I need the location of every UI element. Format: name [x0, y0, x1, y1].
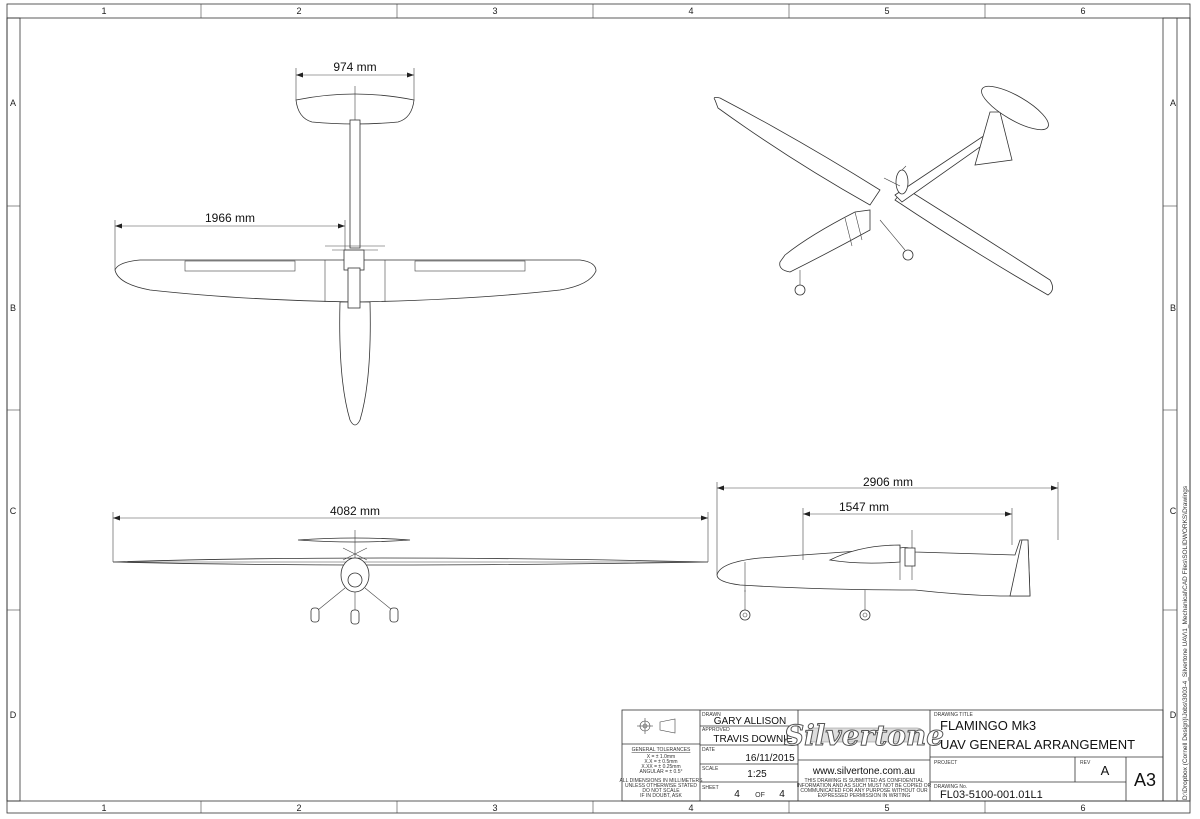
col-label-3-bottom: 3	[492, 803, 497, 813]
sheet-total: 4	[779, 789, 785, 800]
drawn-by: GARY ALLISON	[714, 716, 786, 727]
revision: A	[1101, 763, 1110, 778]
note-line-4: IF IN DOUBT, ASK	[640, 793, 682, 799]
approved-label: APPROVED	[702, 727, 730, 733]
col-label-5-bottom: 5	[884, 803, 889, 813]
zone-labels: 1 2 3 4 5 6 1 2 3 4 5 6 A B C D A B C D	[10, 6, 1177, 813]
project-label: PROJECT	[934, 760, 957, 766]
note-line-1: ALL DIMENSIONS IN MILLIMETERS	[620, 778, 704, 784]
row-label-c-right: C	[1170, 506, 1177, 516]
company-website: www.silvertone.com.au	[812, 766, 915, 777]
tolerance-line-4: ANGULAR = ± 0.5°	[640, 769, 683, 775]
front-view: 4082 mm	[112, 504, 709, 625]
row-label-b: B	[10, 303, 16, 313]
row-label-a-right: A	[1170, 98, 1176, 108]
inner-border	[6, 17, 1191, 802]
side-view: 2906 mm 1547 mm	[716, 475, 1059, 621]
drawing-number: FL03-5100-001.01L1	[940, 789, 1043, 801]
rev-label: REV	[1080, 760, 1091, 766]
confidential-line-2: INFORMATION AND AS SUCH MUST NOT BE COPI…	[797, 783, 932, 789]
col-label-2-bottom: 2	[296, 803, 301, 813]
drawn-label: DRAWN	[702, 712, 721, 718]
dim-length: 2906 mm	[863, 475, 913, 489]
col-label-3: 3	[492, 6, 497, 16]
drawing-title-line-1: FLAMINGO Mk3	[940, 718, 1036, 733]
drawing-no-label: DRAWING No.	[934, 784, 967, 790]
company-logo: Silvertone	[784, 719, 944, 752]
left-zone-strip	[6, 17, 21, 802]
row-label-a: A	[10, 98, 16, 108]
row-label-c: C	[10, 506, 17, 516]
date-label: DATE	[702, 747, 716, 753]
col-label-6: 6	[1080, 6, 1085, 16]
col-label-5: 5	[884, 6, 889, 16]
tolerances-title: GENERAL TOLERANCES	[632, 747, 691, 753]
dim-half-span: 1966 mm	[205, 211, 255, 225]
drawing-date: 16/11/2015	[745, 753, 795, 764]
sheet-of: OF	[755, 792, 765, 799]
isometric-view	[713, 85, 1053, 296]
column-ticks	[7, 4, 1177, 813]
col-label-4: 4	[688, 6, 693, 16]
scale-label: SCALE	[702, 766, 719, 772]
sheet-size: A3	[1134, 770, 1156, 790]
row-label-d: D	[10, 710, 17, 720]
drawing-scale: 1:25	[747, 769, 767, 780]
col-label-1: 1	[101, 6, 106, 16]
right-zone-strip	[1162, 17, 1191, 802]
note-line-2: UNLESS OTHERWISE STATED	[625, 783, 697, 789]
col-label-2: 2	[296, 6, 301, 16]
row-label-b-right: B	[1170, 303, 1176, 313]
confidential-line-4: EXPRESSED PERMISSION IN WRITING	[818, 793, 911, 799]
dim-span: 4082 mm	[330, 504, 380, 518]
col-label-6-bottom: 6	[1080, 803, 1085, 813]
dim-wing-position: 1547 mm	[839, 500, 889, 514]
projection-symbol-icon	[637, 718, 676, 734]
outer-border	[6, 3, 1191, 814]
col-label-1-bottom: 1	[101, 803, 106, 813]
note-line-3: DO NOT SCALE	[642, 788, 680, 794]
tolerance-line-2: X.X = ± 0.5mm	[644, 759, 677, 765]
file-path-text: D:\Dropbox (Cornell Design)\Jobs\3003-4_…	[1182, 485, 1189, 800]
title-block: GENERAL TOLERANCES X = ± 1.0mm X.X = ± 0…	[620, 709, 1164, 802]
drawing-title-label: DRAWING TITLE	[934, 712, 974, 718]
approved-by: TRAVIS DOWNIE	[713, 734, 793, 745]
sheet-number: 4	[734, 789, 740, 800]
tolerance-line-3: X.XX = ± 0.25mm	[641, 764, 680, 770]
sheet-label: SHEET	[702, 785, 719, 791]
confidential-line-3: COMMUNICATED FOR ANY PURPOSE WITHOUT OUR	[800, 788, 928, 794]
dim-tail-span: 974 mm	[333, 60, 376, 74]
tolerance-line-1: X = ± 1.0mm	[647, 754, 675, 760]
top-view: 974 mm 1966 mm	[114, 60, 597, 426]
row-label-d-right: D	[1170, 710, 1177, 720]
drawing-title-line-2: UAV GENERAL ARRANGEMENT	[940, 737, 1135, 752]
col-label-4-bottom: 4	[688, 803, 693, 813]
confidential-line-1: THIS DRAWING IS SUBMITTED AS CONFIDENTIA…	[805, 778, 924, 784]
